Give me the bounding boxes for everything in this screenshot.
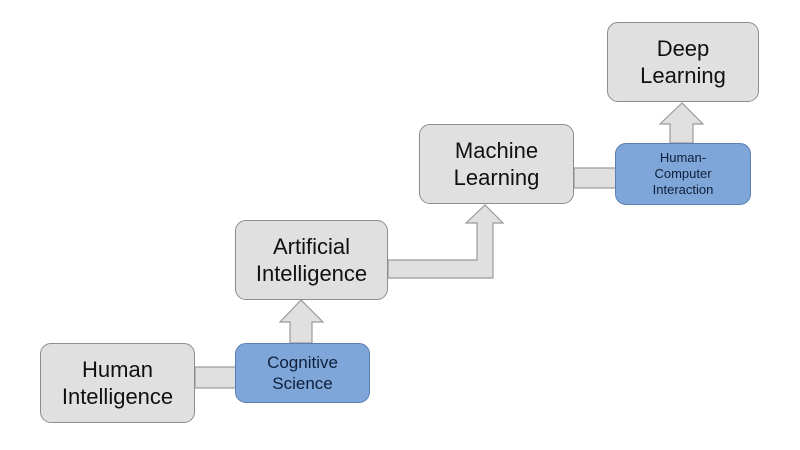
connector-hi-cs [194, 366, 237, 389]
arrow-hci-dl [658, 102, 705, 144]
node-label: Human Intelligence [61, 357, 174, 409]
connector-ml-hci [573, 167, 617, 189]
node-human-computer-interaction: Human- Computer Interaction [615, 143, 751, 205]
arrow-ai-ml [387, 204, 505, 279]
node-deep-learning: Deep Learning [607, 22, 759, 102]
node-machine-learning: Machine Learning [419, 124, 574, 204]
node-label: Deep Learning [640, 36, 726, 88]
node-label: Human- Computer Interaction [652, 150, 714, 197]
node-human-intelligence: Human Intelligence [40, 343, 195, 423]
node-artificial-intelligence: Artificial Intelligence [235, 220, 388, 300]
arrow-cs-ai [278, 299, 325, 344]
node-cognitive-science: Cognitive Science [235, 343, 370, 403]
node-label: Cognitive Science [267, 353, 338, 393]
node-label: Machine Learning [453, 138, 540, 190]
node-label: Artificial Intelligence [255, 234, 368, 286]
